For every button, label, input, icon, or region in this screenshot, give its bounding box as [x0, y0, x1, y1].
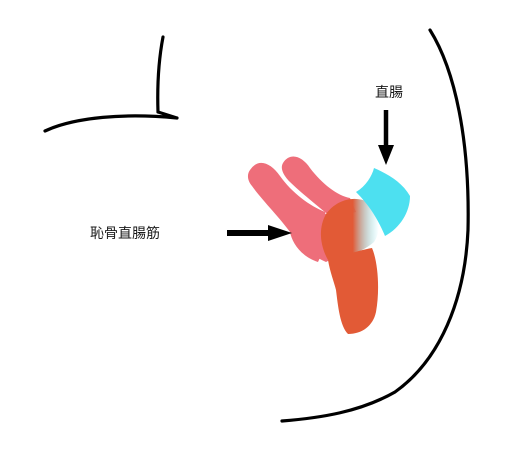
puborectalis-label: 恥骨直腸筋: [90, 226, 160, 242]
sphincter-muscle: [320, 198, 379, 334]
body-outline-right: [280, 28, 470, 423]
rectum-shape: [356, 168, 410, 236]
rectum-arrow: [378, 110, 394, 165]
body-outline-left: [43, 35, 179, 133]
puborectalis-arrow: [227, 225, 292, 241]
rectum-label: 直腸: [375, 85, 403, 101]
